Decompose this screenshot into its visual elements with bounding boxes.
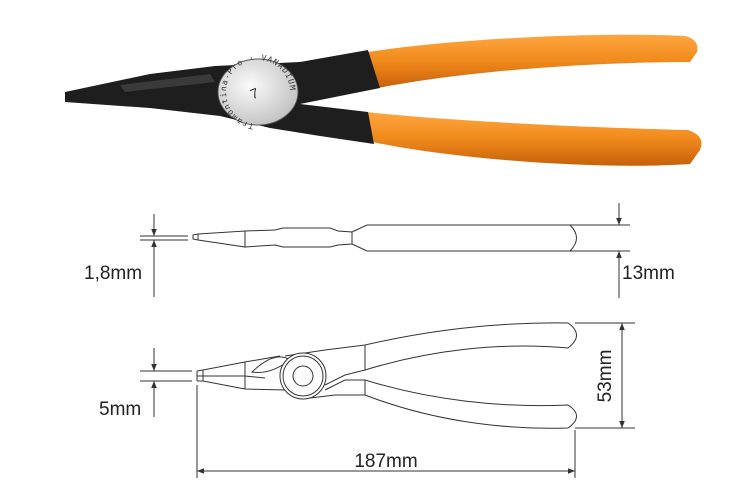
pivot-badge xyxy=(217,58,299,126)
handle-span-label: 53mm xyxy=(595,350,616,403)
pliers-photo: Tramontina-Pro · VANADIUM 7 xyxy=(65,34,702,166)
lower-handle-grip xyxy=(366,112,702,166)
handle-thickness-label: 13mm xyxy=(622,263,675,284)
upper-handle-grip xyxy=(368,34,698,88)
tip-width-label: 5mm xyxy=(99,399,141,420)
jaw-highlight xyxy=(120,74,215,92)
tip-thickness-label: 1,8mm xyxy=(84,263,142,284)
pivot-outer xyxy=(279,352,327,400)
side-view-drawing: 1,8mm 13mm xyxy=(84,203,675,298)
top-view-drawing: 5mm 53mm 187mm xyxy=(99,322,635,478)
overall-length-label: 187mm xyxy=(354,451,417,472)
